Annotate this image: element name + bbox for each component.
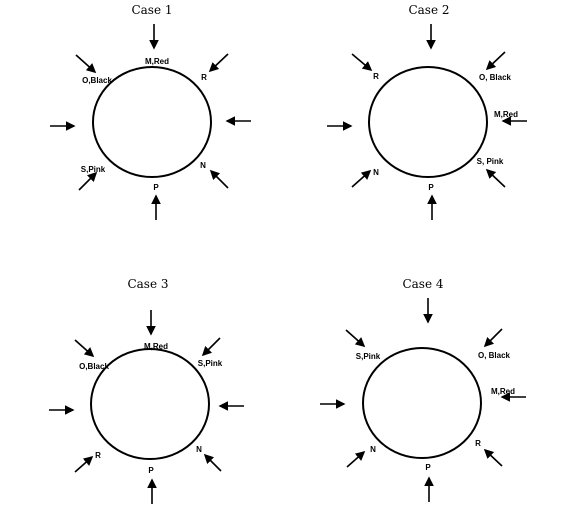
case-1: Case 1 M,Red R N P S,Pink O,Black <box>50 3 251 220</box>
case-1-label-n: N <box>200 161 206 170</box>
case-4-label-p: P <box>425 463 431 472</box>
case-1-title: Case 1 <box>131 3 172 17</box>
case-2-label-o-black: O, Black <box>479 73 512 82</box>
case-1-circle <box>92 66 212 178</box>
case-2-label-m-red: M,Red <box>494 110 518 119</box>
case-4-label-r: R <box>475 439 481 448</box>
case-1-label-p: P <box>153 183 159 192</box>
case-2-label-p: P <box>428 183 434 192</box>
case-1-arrow-top-left <box>75 54 97 74</box>
case-1-label-r: R <box>201 73 207 82</box>
case-1-arrow-bottom-left <box>78 171 98 191</box>
case-4-label-o-black: O, Black <box>478 351 511 360</box>
case-2-label-r: R <box>373 72 379 81</box>
case-4-label-s-pink: S,Pink <box>356 352 381 361</box>
case-3-label-p: P <box>148 466 154 475</box>
case-3-arrow-bottom-left <box>74 455 94 473</box>
case-4: Case 4 O, Black M,Red R P N S,Pink <box>320 277 526 502</box>
case-1-label-m-red: M,Red <box>145 57 169 66</box>
case-4-label-m-red: M,Red <box>491 387 515 396</box>
case-1-arrow-top-right <box>208 53 229 73</box>
case-3-label-m-red: M,Red <box>144 342 168 351</box>
case-3-arrow-top-left <box>74 339 95 358</box>
case-2-label-s-pink: S, Pink <box>477 157 504 166</box>
case-1-arrow-bottom-right <box>209 169 229 189</box>
case-2-circle <box>368 66 488 178</box>
case-3-label-r: R <box>95 451 101 460</box>
case-1-label-o-black: O,Black <box>82 76 112 85</box>
case-4-label-n: N <box>370 445 376 454</box>
case-2: Case 2 O, Black M,Red S, Pink P N R <box>327 3 527 220</box>
case-2-title: Case 2 <box>408 3 449 17</box>
case-4-title: Case 4 <box>402 277 443 291</box>
case-3-title: Case 3 <box>127 277 168 291</box>
case-2-arrow-bottom-right <box>485 168 506 188</box>
case-3-label-n: N <box>196 445 202 454</box>
case-4-arrow-top-right <box>483 328 503 348</box>
case-2-arrow-bottom-left <box>351 169 372 188</box>
case-4-arrow-bottom-right <box>483 448 503 467</box>
case-3-arrow-bottom-right <box>203 453 222 472</box>
case-3-circle <box>90 348 210 460</box>
case-1-label-s-pink: S,Pink <box>81 165 106 174</box>
case-2-label-n: N <box>373 168 379 177</box>
case-3-arrow-top-right <box>201 337 221 357</box>
case-3: Case 3 M,Red S,Pink N P R O,Black <box>49 277 244 504</box>
case-4-arrow-top-left <box>345 329 366 348</box>
case-2-arrow-top-right <box>485 51 506 71</box>
case-3-label-s-pink: S,Pink <box>198 359 223 368</box>
case-4-arrow-bottom-left <box>346 450 366 468</box>
case-2-arrow-top-left <box>351 53 373 72</box>
case-4-circle <box>362 347 482 459</box>
case-3-label-o-black: O,Black <box>79 362 109 371</box>
